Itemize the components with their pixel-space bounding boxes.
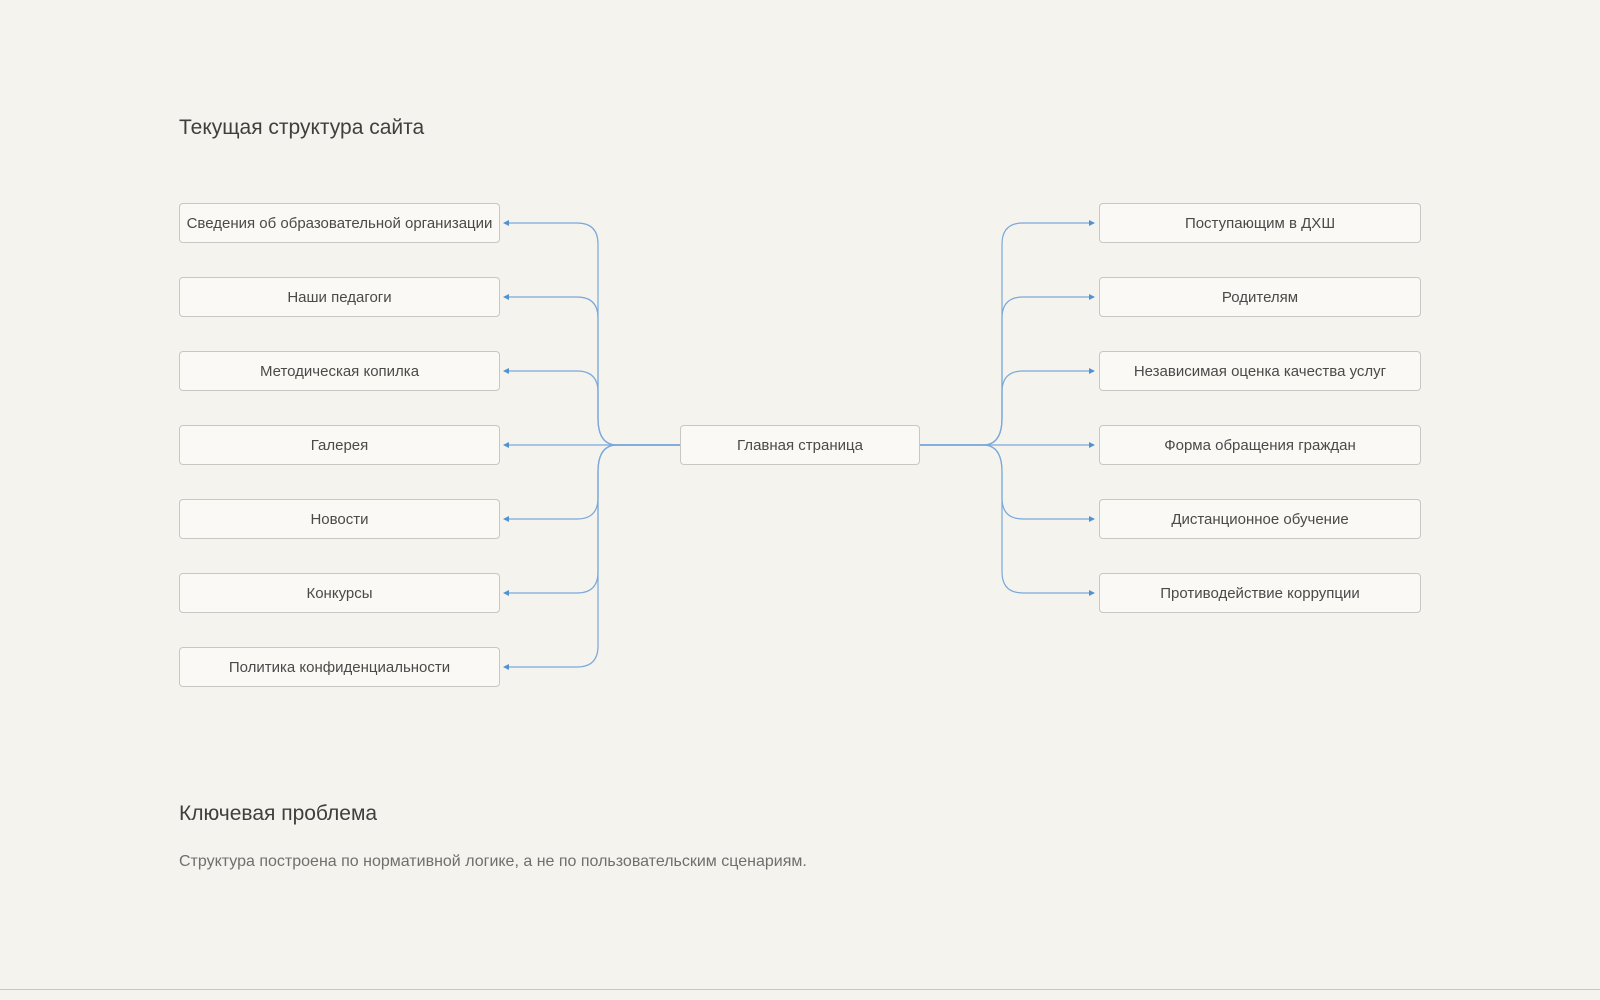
arrowhead-icon	[1089, 516, 1095, 522]
arrowhead-icon	[1089, 368, 1095, 374]
problem-description: Структура построена по нормативной логик…	[179, 853, 807, 870]
diagram-node-left: Методическая копилка	[179, 351, 500, 391]
diagram-node-right: Независимая оценка качества услуг	[1099, 351, 1421, 391]
arrowhead-icon	[503, 590, 509, 596]
diagram-node-left: Конкурсы	[179, 573, 500, 613]
diagram-title: Текущая структура сайта	[179, 116, 425, 139]
diagram-node-left: Галерея	[179, 425, 500, 465]
diagram-node-left: Сведения об образовательной организации	[179, 203, 500, 243]
arrowhead-icon	[503, 294, 509, 300]
arrowhead-icon	[503, 664, 509, 670]
diagram-node-left: Новости	[179, 499, 500, 539]
diagram-node-left: Политика конфиденциальности	[179, 647, 500, 687]
diagram-node-right: Противодействие коррупции	[1099, 573, 1421, 613]
page-divider	[0, 989, 1600, 990]
connector-line	[920, 370, 1089, 446]
arrowhead-icon	[503, 442, 509, 448]
arrowhead-icon	[1089, 442, 1095, 448]
arrowhead-icon	[1089, 590, 1095, 596]
diagram-node-right: Дистанционное обучение	[1099, 499, 1421, 539]
arrowhead-icon	[503, 220, 509, 226]
arrowhead-icon	[1089, 294, 1095, 300]
problem-heading: Ключевая проблема	[179, 802, 378, 825]
diagram-node-root: Главная страница	[680, 425, 920, 465]
connector-line	[920, 444, 1089, 594]
arrowhead-icon	[503, 516, 509, 522]
diagram-node-right: Форма обращения граждан	[1099, 425, 1421, 465]
connector-line	[509, 444, 680, 668]
arrowhead-icon	[503, 368, 509, 374]
connector-line	[509, 370, 680, 446]
diagram-node-left: Наши педагоги	[179, 277, 500, 317]
arrowhead-icon	[1089, 220, 1095, 226]
diagram-node-right: Родителям	[1099, 277, 1421, 317]
diagram-node-right: Поступающим в ДХШ	[1099, 203, 1421, 243]
